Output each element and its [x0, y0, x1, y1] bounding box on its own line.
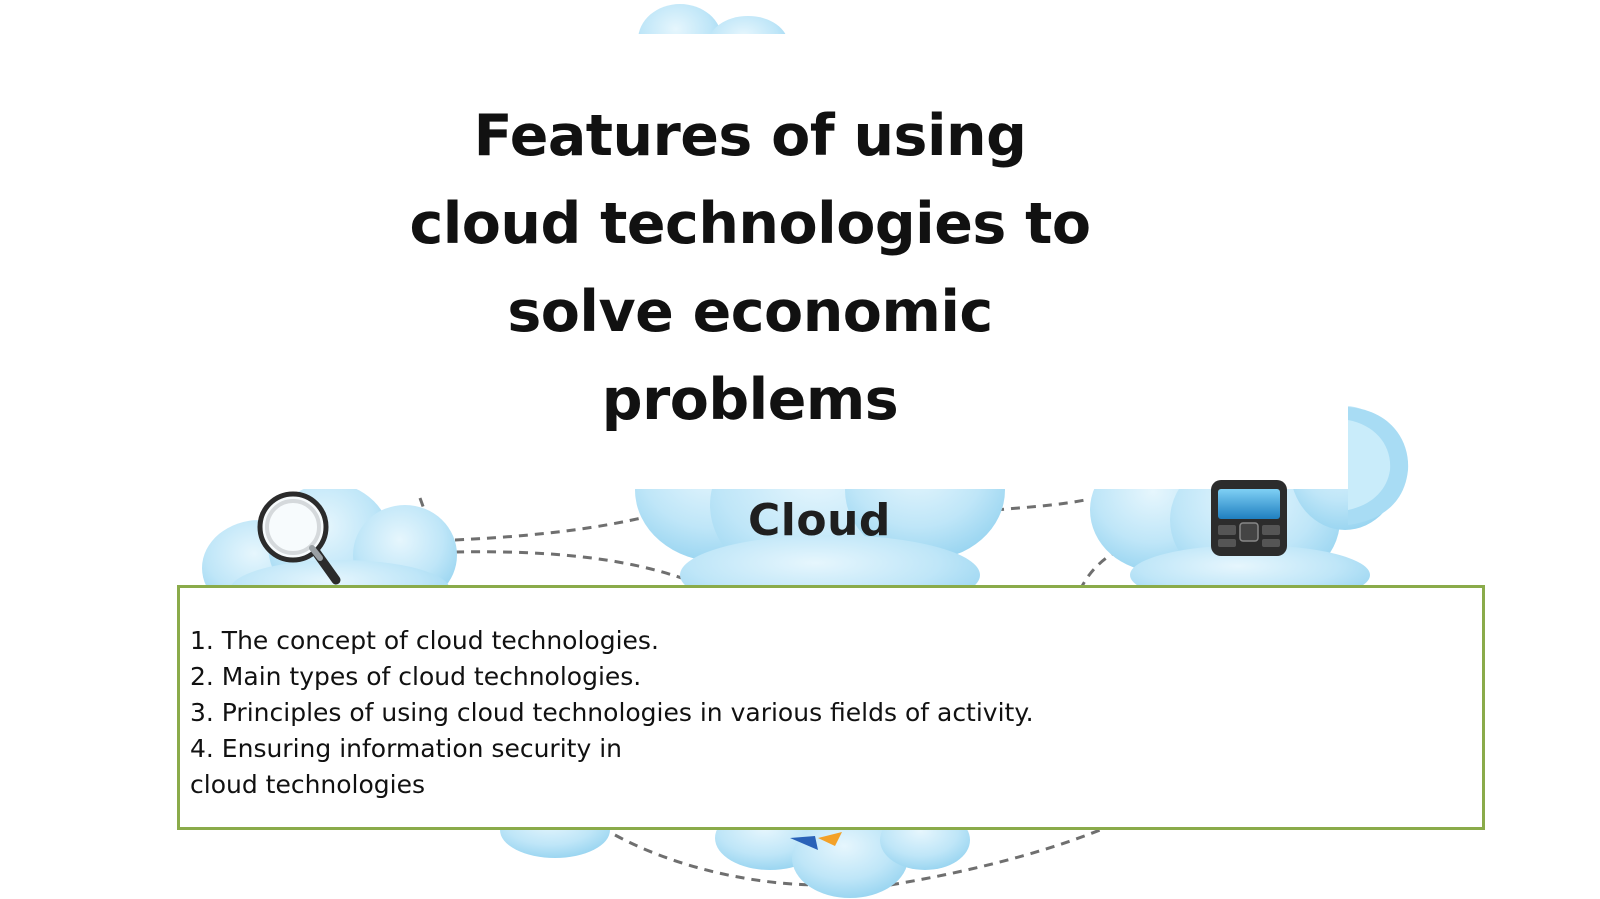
topic-item: 4. Ensuring information security in — [190, 734, 622, 763]
right-cloud-top — [1348, 407, 1409, 525]
title-line: Features of using — [473, 103, 1027, 169]
cloud-label: Cloud — [748, 495, 891, 546]
title-line: solve economic — [507, 279, 993, 345]
title-line: problems — [601, 367, 899, 433]
topics-box: 1. The concept of cloud technologies. 2.… — [177, 585, 1485, 830]
mobile-phone-icon — [1211, 480, 1287, 556]
chart-icon — [790, 832, 842, 850]
topic-item: 3. Principles of using cloud technologie… — [190, 698, 1034, 727]
title-line: cloud technologies to — [409, 191, 1091, 257]
slide-title: Features of using cloud technologies to … — [380, 92, 1120, 444]
topic-item: 1. The concept of cloud technologies. — [190, 626, 659, 655]
magnifier-icon — [257, 491, 341, 585]
topic-item: 2. Main types of cloud technologies. — [190, 662, 642, 691]
title-backdrop — [150, 34, 1348, 489]
topics-list: 1. The concept of cloud technologies. 2.… — [190, 623, 1034, 803]
topic-item: cloud technologies — [190, 770, 426, 799]
